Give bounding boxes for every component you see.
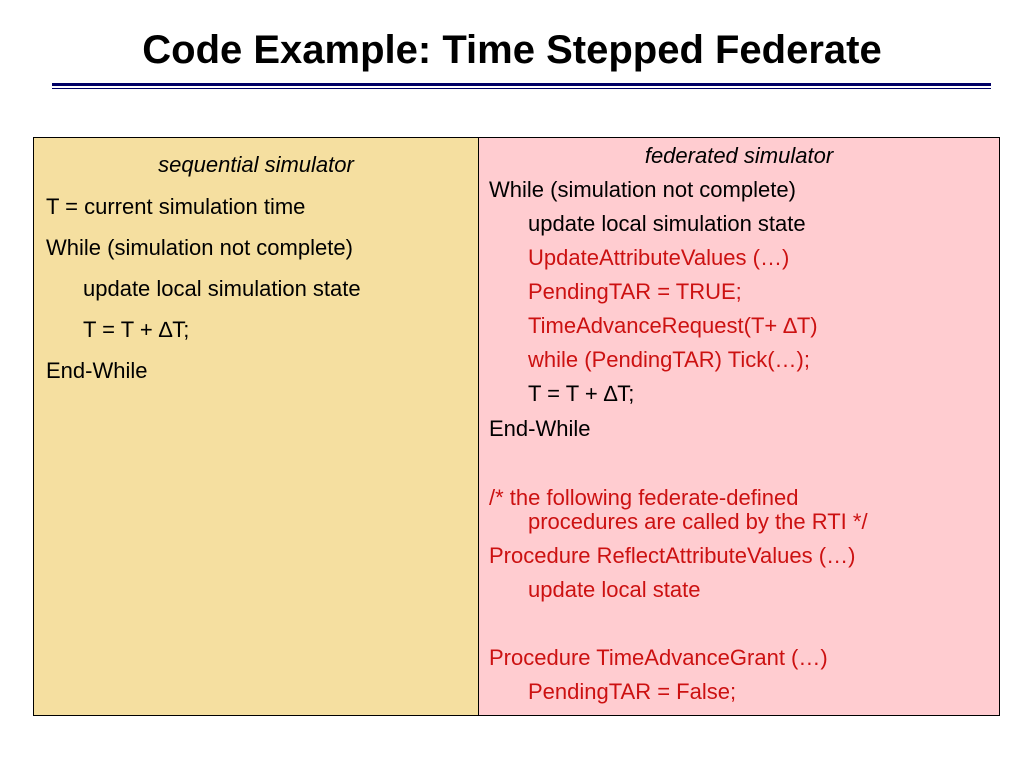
title-underline-thick xyxy=(52,83,991,86)
sequential-simulator-panel: sequential simulator T = current simulat… xyxy=(33,137,479,716)
code-line: PendingTAR = TRUE; xyxy=(528,279,742,304)
slide-title: Code Example: Time Stepped Federate xyxy=(142,28,882,72)
code-line: End-While xyxy=(46,358,148,383)
code-line: while (PendingTAR) Tick(…); xyxy=(528,347,810,372)
federated-heading: federated simulator xyxy=(644,143,834,168)
code-line: UpdateAttributeValues (…) xyxy=(528,245,790,270)
code-line: Procedure ReflectAttributeValues (…) xyxy=(489,543,856,568)
code-line: T = T + ∆T; xyxy=(528,381,635,406)
code-comment: /* the following federate-defined xyxy=(489,485,799,510)
code-line: PendingTAR = False; xyxy=(528,679,737,704)
sequential-heading: sequential simulator xyxy=(158,152,354,177)
title-underline-thin xyxy=(52,88,991,89)
code-line: While (simulation not complete) xyxy=(489,177,796,202)
code-line: TimeAdvanceRequest(T+ ∆T) xyxy=(528,313,818,338)
code-line: T = T + ∆T; xyxy=(83,317,190,342)
code-line: update local simulation state xyxy=(528,211,806,236)
code-line: Procedure TimeAdvanceGrant (…) xyxy=(489,645,828,670)
federated-simulator-panel: federated simulator While (simulation no… xyxy=(478,137,1000,716)
code-line: update local simulation state xyxy=(83,276,361,301)
code-line: update local state xyxy=(528,577,701,602)
code-line: While (simulation not complete) xyxy=(46,235,353,260)
code-comment: procedures are called by the RTI */ xyxy=(528,509,868,534)
code-line: End-While xyxy=(489,416,591,441)
code-line: T = current simulation time xyxy=(46,194,306,219)
